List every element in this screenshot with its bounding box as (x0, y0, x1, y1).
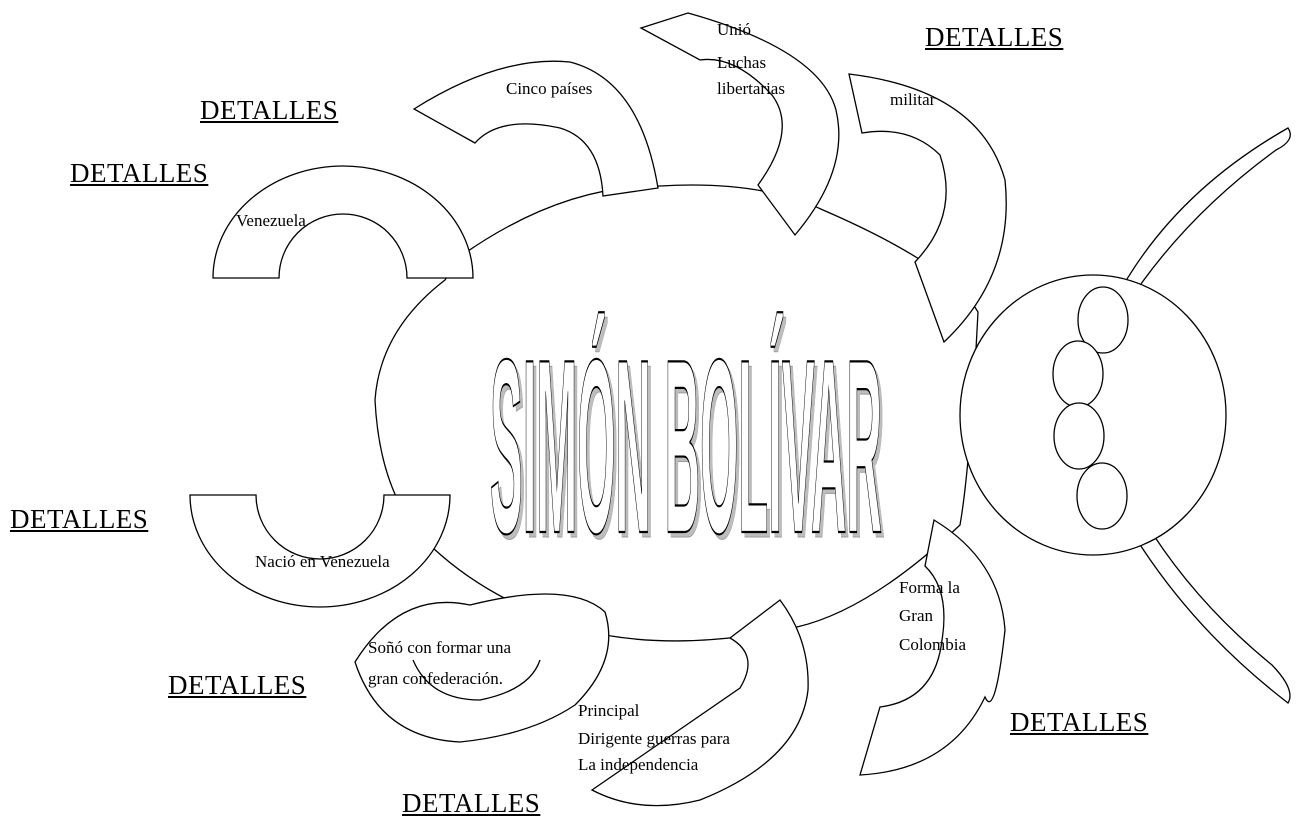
arc-cinco-paises (412, 60, 659, 197)
head-bead-1 (1077, 286, 1129, 354)
head-bead-2 (1052, 340, 1104, 408)
title: SIMÓN BOLÍVAR (490, 307, 882, 585)
detalles-label-7: DETALLES (1010, 707, 1149, 737)
text-venezuela: Venezuela (236, 211, 306, 230)
head-bead-3 (1053, 402, 1105, 470)
arc-nacio (189, 494, 451, 608)
text-principal-2: Dirigente guerras para (578, 729, 730, 748)
text-sono-2: gran confederación. (368, 669, 503, 688)
arc-union (639, 12, 840, 237)
text-gran-colombia-3: Colombia (899, 635, 967, 654)
arc-sono-inner (412, 659, 541, 701)
text-sono-1: Soñó con formar una (368, 638, 512, 657)
text-union-3: libertarias (717, 79, 785, 98)
text-union-1: Unió (717, 20, 751, 39)
detalles-label-4: DETALLES (10, 504, 149, 534)
text-principal-1: Principal (578, 701, 640, 720)
arc-principal (590, 599, 809, 807)
title-shadow: SIMÓN BOLÍVAR (493, 312, 885, 590)
text-union-2: Luchas (717, 53, 767, 72)
head-shape (959, 127, 1291, 704)
text-gran-colombia-1: Forma la (899, 578, 960, 597)
detalles-label-2: DETALLES (70, 158, 209, 188)
detalles-label-1: DETALLES (200, 95, 339, 125)
arc-gran-colombia (859, 518, 1006, 776)
text-gran-colombia-2: Gran (899, 606, 933, 625)
antenna-lower (1117, 490, 1291, 704)
detalles-label-6: DETALLES (402, 788, 541, 818)
arc-venezuela (212, 165, 474, 279)
text-principal-3: La independencia (578, 755, 699, 774)
head-bead-4 (1076, 462, 1128, 530)
title-group: SIMÓN BOLÍVAR SIMÓN BOLÍVAR (489, 306, 886, 591)
text-militar: militar (890, 90, 936, 109)
detalles-label-3: DETALLES (925, 22, 1064, 52)
text-nacio: Nació en Venezuela (255, 552, 390, 571)
text-cinco-paises: Cinco países (506, 79, 593, 98)
arc-militar (848, 73, 1007, 344)
detalles-label-5: DETALLES (168, 670, 307, 700)
